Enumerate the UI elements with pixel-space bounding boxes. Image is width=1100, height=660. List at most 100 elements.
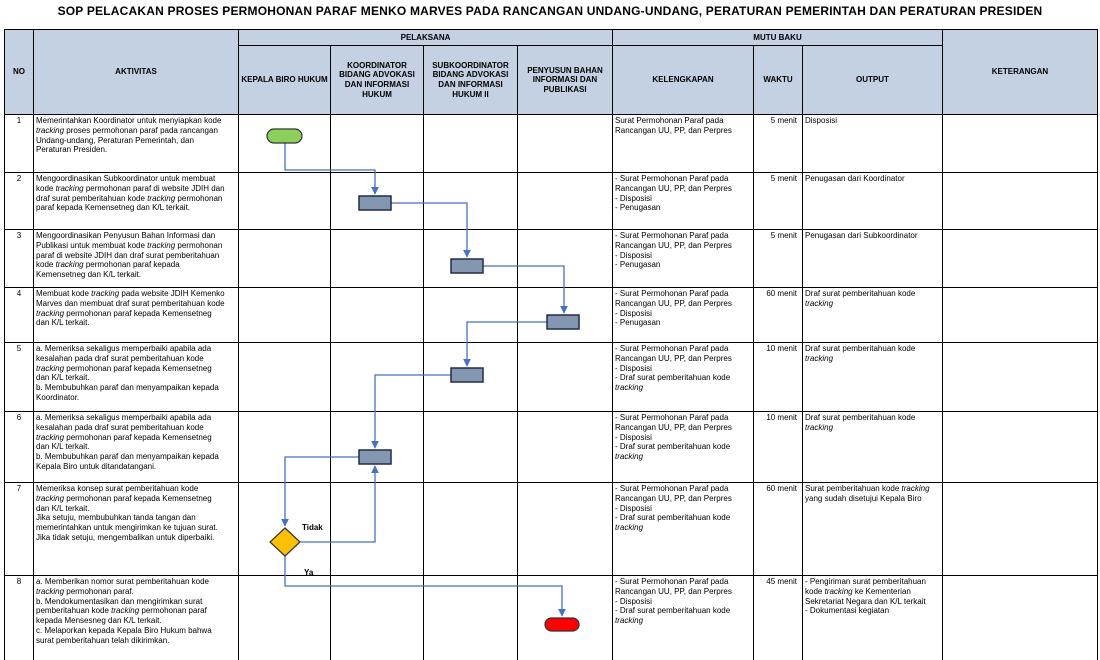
lane-kepala-biro [238, 172, 331, 230]
header-row-1: NO AKTIVITAS PELAKSANA MUTU BAKU KETERAN… [4, 29, 1098, 115]
row-activity: Memerintahkan Koordinator untuk menyiapk… [33, 114, 239, 173]
row-keterangan [942, 287, 1098, 343]
lane-penyusun [517, 287, 613, 343]
lane-koordinator [330, 229, 424, 288]
row-no: 3 [4, 229, 34, 288]
header-actor-penyusun: PENYUSUN BAHAN INFORMASI DAN PUBLIKASI [517, 45, 613, 115]
lane-koordinator [330, 114, 424, 173]
row-keterangan [942, 229, 1098, 288]
header-kelengkapan: KELENGKAPAN [612, 45, 754, 115]
lane-koordinator [330, 411, 424, 483]
lane-penyusun [517, 342, 613, 412]
lane-subkoordinator [423, 342, 518, 412]
header-row-2: KEPALA BIRO HUKUM KOORDINATOR BIDANG ADV… [5, 45, 1098, 115]
lane-penyusun [517, 575, 613, 660]
row-output: Penugasan dari Subkoordinator [802, 229, 943, 288]
lane-kepala-biro [238, 411, 331, 483]
row-keterangan [942, 482, 1098, 576]
lane-kepala-biro [238, 287, 331, 343]
lane-subkoordinator [423, 229, 518, 288]
lane-subkoordinator [423, 482, 518, 576]
row-activity: Mengoordinasikan Penyusun Bahan Informas… [33, 229, 239, 288]
row-keterangan [942, 172, 1098, 230]
lane-penyusun [517, 411, 613, 483]
lane-kepala-biro [238, 342, 331, 412]
lane-subkoordinator [423, 575, 518, 660]
lane-kepala-biro [238, 482, 331, 576]
row-no: 1 [4, 114, 34, 173]
header-output: OUTPUT [802, 45, 943, 115]
header-mutu-baku: MUTU BAKU [612, 29, 943, 46]
row-waktu: 5 menit [753, 114, 803, 173]
row-no: 4 [4, 287, 34, 343]
sop-table: NO AKTIVITAS PELAKSANA MUTU BAKU KETERAN… [4, 29, 1098, 660]
row-output: Penugasan dari Koordinator [802, 172, 943, 230]
lane-koordinator [330, 482, 424, 576]
row-waktu: 10 menit [753, 342, 803, 412]
lane-koordinator [330, 342, 424, 412]
lane-penyusun [517, 482, 613, 576]
header-waktu: WAKTU [753, 45, 803, 115]
row-waktu: 10 menit [753, 411, 803, 483]
header-no: NO [4, 29, 34, 115]
header-pelaksana: PELAKSANA [238, 29, 613, 46]
row-no: 6 [4, 411, 34, 483]
lane-subkoordinator [423, 411, 518, 483]
row-waktu: 60 menit [753, 482, 803, 576]
row-keterangan [942, 575, 1098, 660]
lane-kepala-biro [238, 114, 331, 173]
row-waktu: 60 menit [753, 287, 803, 343]
row-no: 2 [4, 172, 34, 230]
row-no: 5 [4, 342, 34, 412]
row-no: 8 [4, 575, 34, 660]
row-keterangan [942, 114, 1098, 173]
row-output: Disposisi [802, 114, 943, 173]
header-aktivitas: AKTIVITAS [33, 29, 239, 115]
row-keterangan [942, 342, 1098, 412]
row-activity: a. Memeriksa sekaligus memperbaiki apabi… [33, 411, 239, 483]
lane-koordinator [330, 172, 424, 230]
lane-koordinator [330, 287, 424, 343]
row-waktu: 45 menit [753, 575, 803, 660]
row-waktu: 5 menit [753, 172, 803, 230]
lane-kepala-biro [238, 575, 331, 660]
header-actor-koordinator: KOORDINATOR BIDANG ADVOKASI DAN INFORMAS… [330, 45, 424, 115]
row-activity: Membuat kode tracking pada website JDIH … [33, 287, 239, 343]
lane-kepala-biro [238, 229, 331, 288]
row-activity: a. Memberikan nomor surat pemberitahuan … [33, 575, 239, 660]
row-keterangan [942, 411, 1098, 483]
lane-subkoordinator [423, 287, 518, 343]
lane-subkoordinator [423, 172, 518, 230]
lane-koordinator [330, 575, 424, 660]
lane-penyusun [517, 114, 613, 173]
lane-penyusun [517, 229, 613, 288]
header-keterangan: KETERANGAN [942, 29, 1098, 115]
row-activity: Memeriksa konsep surat pemberitahuan kod… [33, 482, 239, 576]
header-actor-kepala-biro: KEPALA BIRO HUKUM [238, 45, 331, 115]
row-activity: Mengoordinasikan Subkoordinator untuk me… [33, 172, 239, 230]
row-activity: a. Memeriksa sekaligus memperbaiki apabi… [33, 342, 239, 412]
lane-subkoordinator [423, 114, 518, 173]
page-title: SOP PELACAKAN PROSES PERMOHONAN PARAF ME… [57, 4, 1043, 18]
